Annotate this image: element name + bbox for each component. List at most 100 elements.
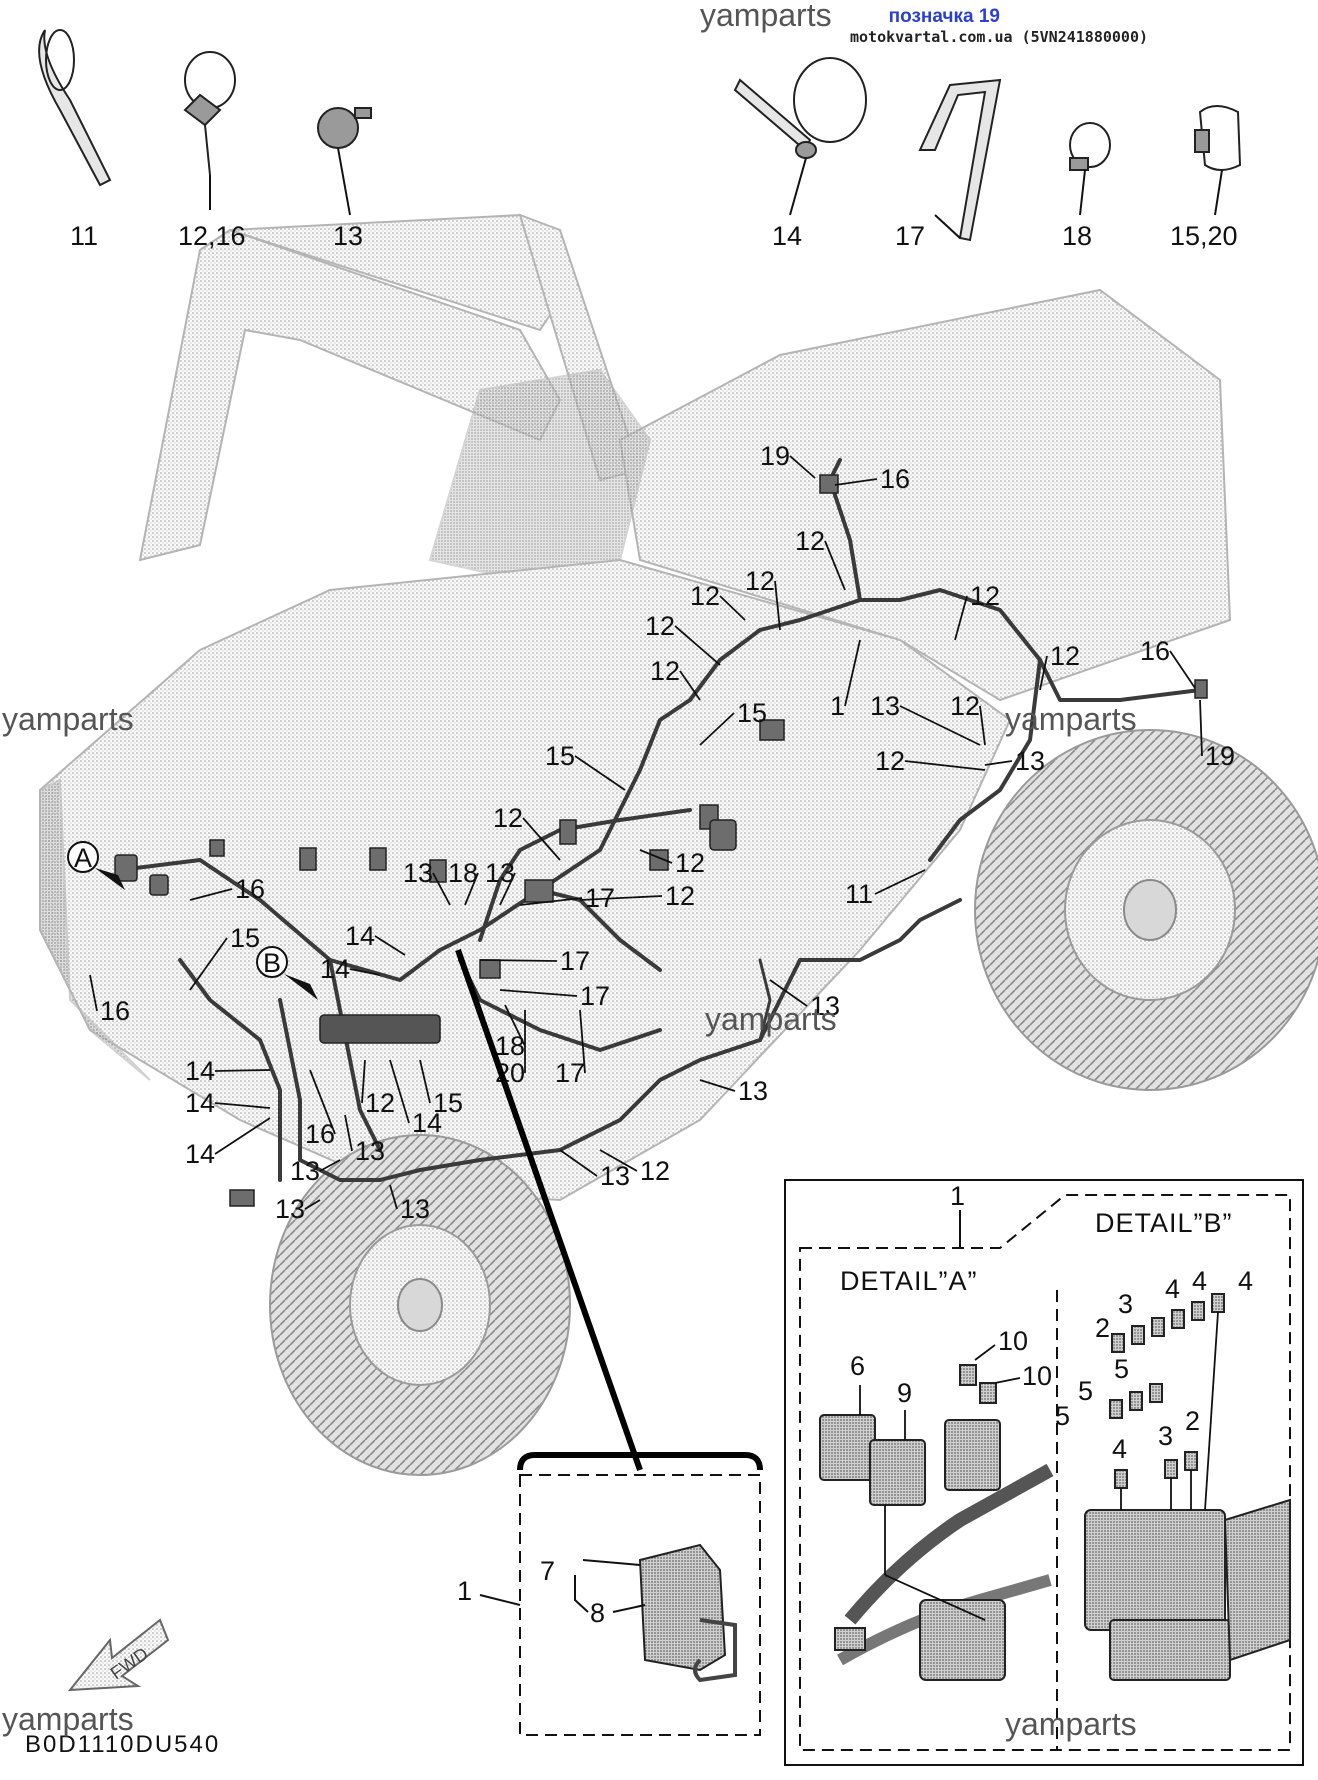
main-leader-26: [189, 888, 233, 901]
main-ref-46: 13: [290, 1156, 320, 1186]
detail-b-title: DETAIL”B”: [1095, 1208, 1233, 1238]
band-clip-11-icon: [38, 29, 112, 187]
main-leader-25: [519, 897, 583, 906]
main-ref-47: 13: [355, 1136, 385, 1166]
main-ref-51: 12: [640, 1156, 670, 1186]
main-ref-14: 15: [545, 741, 575, 771]
band-17-icon: [918, 78, 1002, 242]
main-ref-39: 14: [185, 1056, 215, 1086]
main-leader-43: [419, 1059, 431, 1104]
main-ref-52: 13: [275, 1194, 305, 1224]
watermark-top: yamparts: [700, 0, 832, 33]
main-leader-22: [432, 872, 451, 906]
main-leader-23: [464, 872, 479, 906]
main-ref-29: 14: [345, 921, 375, 951]
inset-pointer: [455, 949, 643, 1471]
detail-ref-3a: 3: [1118, 1289, 1133, 1319]
band-15-20-icon: [1194, 105, 1242, 171]
inset-ref-1: 1: [457, 1576, 472, 1606]
detail-box: 1 DETAIL”A” DETAIL”B” 6 9 10 10: [784, 1179, 1304, 1766]
detail-ref-2a: 2: [1095, 1313, 1110, 1343]
relay-9-icon: [869, 1439, 926, 1506]
drawing-code: B0D1110DU540: [25, 1731, 220, 1758]
main-leader-50: [699, 1079, 736, 1092]
clip-leaders: [209, 147, 1223, 239]
main-ref-18: 12: [493, 803, 523, 833]
main-ref-49: 13: [600, 1161, 630, 1191]
inset-ref-8: 8: [590, 1598, 605, 1628]
main-leader-44: [309, 1069, 336, 1135]
detail-ref-5c: 5: [1055, 1401, 1070, 1431]
clip-label-12-16: 12,16: [178, 221, 246, 251]
main-leader-6: [679, 670, 701, 701]
main-ref-32: 17: [560, 946, 590, 976]
main-leader-51: [599, 1149, 638, 1172]
main-leader-42: [389, 1059, 410, 1124]
main-ref-19: 12: [675, 848, 705, 878]
detail-ref-4a: 4: [1165, 1274, 1180, 1304]
main-ref-9: 12: [1050, 641, 1080, 671]
inset-ref-7: 7: [540, 1556, 555, 1586]
detail-ref-10b: 10: [1022, 1361, 1052, 1391]
main-ref-37: 17: [555, 1058, 585, 1088]
main-leader-3: [719, 595, 746, 621]
main-leader-41: [361, 1059, 366, 1104]
main-ref-50: 13: [738, 1076, 768, 1106]
main-leader-34: [89, 974, 98, 1012]
main-leader-32: [479, 959, 558, 962]
main-ref-1: 16: [880, 464, 910, 494]
watermark-center: yamparts: [705, 1001, 837, 1037]
main-ref-44: 16: [305, 1119, 335, 1149]
main-ref-48: 13: [400, 1194, 430, 1224]
main-leader-5: [674, 625, 721, 666]
cargo-bed: [618, 288, 1232, 702]
main-ref-22: 13: [403, 858, 433, 888]
main-leader-52: [304, 1199, 321, 1210]
harness-connectors: [114, 474, 1208, 1207]
detail-ref-1: 1: [950, 1181, 965, 1211]
detail-ref-5b: 5: [1078, 1376, 1093, 1406]
main-leader-18: [522, 817, 561, 861]
main-leader-28: [189, 937, 228, 991]
main-ref-26: 16: [235, 874, 265, 904]
clip-icons: [38, 29, 1242, 242]
front-wheel: [269, 1134, 571, 1476]
main-ref-40: 14: [185, 1088, 215, 1118]
watermarks: yamparts yamparts yamparts yamparts yamp…: [2, 0, 1137, 1742]
clip-label-group: 11 12,16 13 14 17 18 15,20: [70, 221, 1238, 251]
main-ref-5: 12: [645, 611, 675, 641]
clip-label-13: 13: [333, 221, 363, 251]
main-ref-30: 14: [320, 954, 350, 984]
main-ref-42: 14: [412, 1108, 442, 1138]
header-site: motokvartal.com.ua (5VN241880000): [849, 28, 1148, 46]
clip-label-15-20: 15,20: [1170, 221, 1238, 251]
detail-ref-2b: 2: [1185, 1406, 1200, 1436]
main-leader-47: [344, 1114, 353, 1152]
callout-b: B: [256, 946, 318, 1000]
detail-b-leaders: [1120, 1311, 1219, 1511]
main-ref-10: 16: [1140, 636, 1170, 666]
fuse-box-icon: [1084, 1509, 1226, 1631]
main-leader-group: [89, 455, 1203, 1210]
main-leader-38: [769, 979, 808, 1007]
main-leader-11: [979, 705, 986, 746]
main-leader-9: [1039, 655, 1048, 691]
main-leader-21: [874, 869, 926, 895]
main-leader-20: [579, 895, 663, 901]
main-ref-8: 1: [830, 691, 845, 721]
detail-ref-4b: 4: [1192, 1266, 1207, 1296]
main-leader-15: [1199, 699, 1203, 757]
detail-ref-9: 9: [897, 1378, 912, 1408]
main-leader-35: [504, 1004, 526, 1047]
main-ref-6: 12: [650, 656, 680, 686]
clamp-13-icon: [317, 107, 372, 149]
clip-label-11: 11: [70, 221, 98, 251]
detail-ref-4c: 4: [1238, 1266, 1253, 1296]
main-ref-38: 13: [810, 991, 840, 1021]
main-leader-45: [214, 1117, 271, 1155]
main-leader-48: [389, 1184, 398, 1210]
detail-ref-4d: 4: [1112, 1434, 1127, 1464]
clip-label-14: 14: [772, 221, 802, 251]
wire-harness: [118, 458, 1202, 1182]
main-ref-3: 12: [690, 581, 720, 611]
